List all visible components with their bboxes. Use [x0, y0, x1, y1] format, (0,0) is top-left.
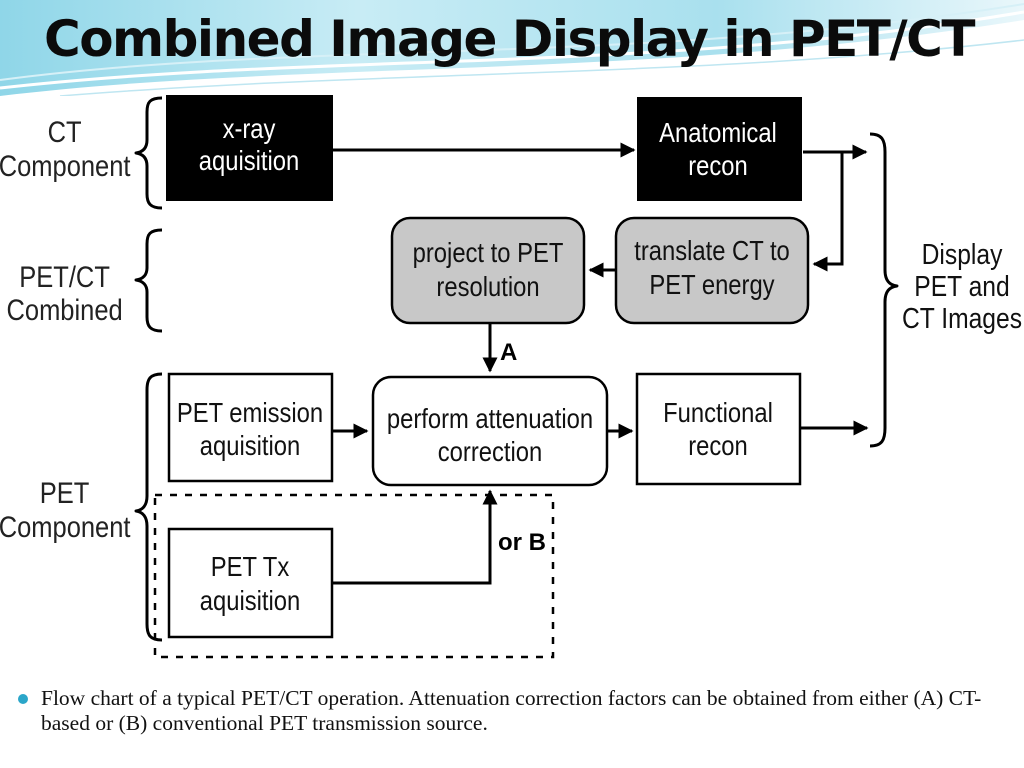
- row-label-pet-line1: PET: [40, 476, 90, 509]
- row-label-combined-line1: PET/CT: [19, 260, 110, 293]
- brace-combined: [134, 228, 163, 333]
- row-label-combined-line2: Combined: [7, 293, 123, 326]
- node-anatomical-recon: Anatomical recon: [637, 97, 802, 201]
- row-label-pet-line2: Component: [0, 510, 131, 543]
- node-translate-ct-to-pet-energy: translate CT to PET energy: [614, 216, 810, 325]
- node-translate-line1: translate CT to: [634, 234, 790, 266]
- node-emission-line1: PET emission: [177, 396, 323, 428]
- node-xray-line2: aquisition: [199, 144, 300, 176]
- node-emission-line2: aquisition: [200, 429, 301, 461]
- node-tx-line2: aquisition: [200, 584, 301, 616]
- node-anatomical-line1: Anatomical: [659, 116, 777, 148]
- brace-pet: [134, 372, 163, 642]
- node-attenuation-line2: correction: [438, 435, 542, 467]
- display-line1: Display: [922, 238, 1003, 270]
- path-label-a: A: [500, 339, 517, 366]
- header-decoration: [0, 0, 1024, 96]
- row-label-pet: PET Component: [0, 476, 131, 543]
- row-label-combined: PET/CT Combined: [7, 260, 123, 326]
- node-functional-line1: Functional: [663, 396, 773, 428]
- path-label-b: or B: [498, 529, 546, 556]
- node-project-line2: resolution: [436, 270, 539, 302]
- row-label-ct-line2: Component: [0, 149, 131, 182]
- node-xray-acquisition: x-ray aquisition: [166, 95, 333, 201]
- display-line2: PET and: [914, 270, 1009, 302]
- row-label-ct-line1: CT: [48, 115, 82, 148]
- node-functional-line2: recon: [688, 429, 748, 461]
- node-attenuation-line1: perform attenuation: [387, 402, 593, 434]
- node-perform-attenuation-correction: perform attenuation correction: [371, 375, 609, 487]
- bullet-icon: [18, 694, 28, 704]
- node-pet-emission-acquisition: PET emission aquisition: [167, 372, 334, 483]
- brace-ct: [134, 96, 163, 210]
- node-project-line1: project to PET: [413, 236, 564, 268]
- slide-title: Combined Image Display in PET/CT: [44, 10, 975, 68]
- pet-ct-flowchart: CT Component PET/CT Combined PET Compone…: [0, 95, 1022, 659]
- node-translate-line2: PET energy: [649, 268, 774, 300]
- display-line3: CT Images: [902, 302, 1022, 334]
- arrow-anatomical-to-translate: [812, 152, 844, 272]
- pet-tx-dashed-region: [153, 493, 555, 659]
- node-pet-tx-acquisition: PET Tx aquisition: [167, 527, 334, 639]
- arrow-tx-to-attenuation: [333, 489, 498, 585]
- node-xray-line1: x-ray: [223, 112, 276, 144]
- node-tx-line1: PET Tx: [211, 550, 289, 582]
- node-anatomical-line2: recon: [688, 149, 748, 181]
- display-label: Display PET and CT Images: [902, 238, 1022, 334]
- node-project-to-pet-resolution: project to PET resolution: [390, 216, 586, 325]
- left-braces: [134, 96, 163, 642]
- brace-display: [869, 132, 899, 448]
- caption-text: Flow chart of a typical PET/CT operation…: [41, 686, 982, 735]
- connectors: [333, 142, 869, 585]
- slide-header: Combined Image Display in PET/CT: [0, 0, 1024, 96]
- node-functional-recon: Functional recon: [635, 372, 802, 486]
- row-label-ct: CT Component: [0, 115, 131, 182]
